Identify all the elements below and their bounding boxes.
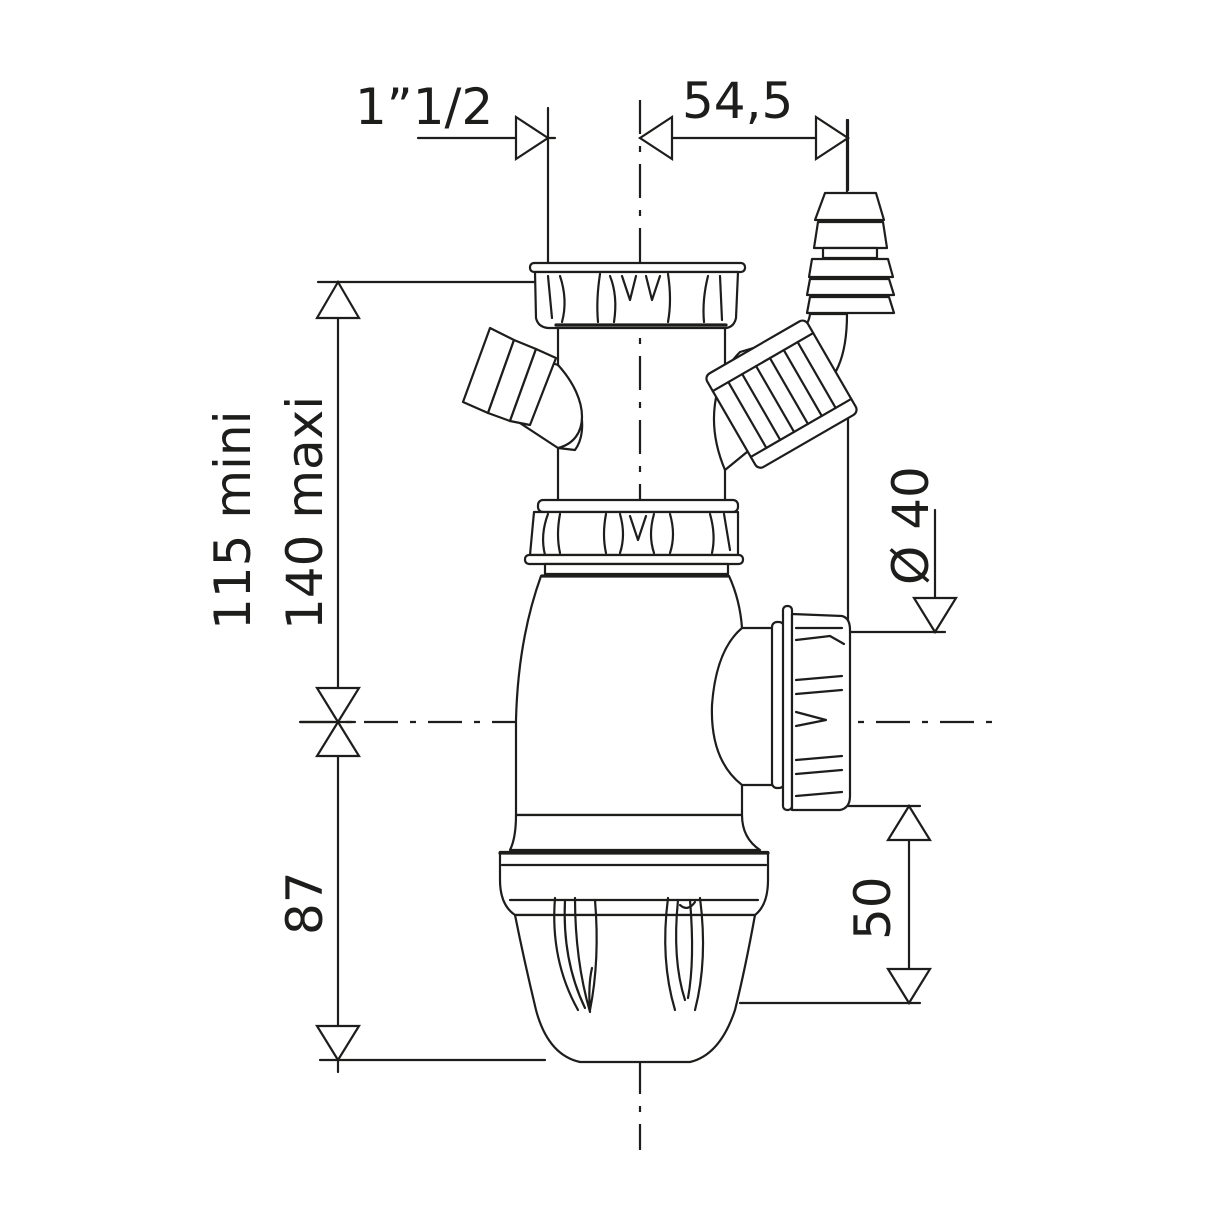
dim-outlet-diameter: Ø 40: [846, 408, 958, 635]
bottom-cleaning-cup: [498, 813, 770, 1064]
water-seal-label: 50: [844, 876, 902, 940]
left-hose-spigot: [461, 326, 584, 452]
height-max-label: 140 maxi: [276, 396, 334, 630]
upper-tube: [556, 326, 727, 502]
dim-branch-offset: 54,5: [637, 72, 851, 192]
dim-water-seal: 50: [738, 803, 932, 1006]
dim-inlet-thread: 1”1/2: [355, 78, 557, 266]
outlet-diameter-label: Ø 40: [882, 466, 940, 585]
inlet-thread-label: 1”1/2: [355, 78, 493, 136]
dim-height: 115 mini 140 maxi 87: [204, 279, 547, 1074]
height-min-label: 115 mini: [204, 410, 262, 630]
outlet-nut: [710, 604, 852, 812]
top-inlet-nut: [528, 261, 747, 330]
bottle-body: [514, 562, 744, 817]
bottom-to-axis-label: 87: [276, 871, 334, 935]
branch-offset-label: 54,5: [682, 72, 793, 130]
right-stepped-hose-spigot: [705, 118, 896, 472]
middle-nut: [523, 498, 745, 566]
